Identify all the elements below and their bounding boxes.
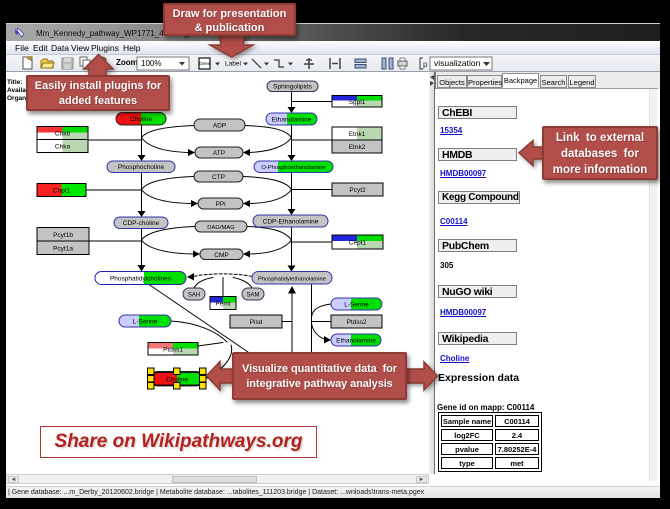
svg-text:100%: 100%	[141, 59, 161, 68]
svg-text:CMP: CMP	[214, 252, 228, 259]
svg-text:DAG/MAG: DAG/MAG	[207, 225, 235, 231]
svg-text:ADP: ADP	[213, 123, 226, 130]
svg-text:visualization: visualization	[434, 58, 481, 68]
svg-text:Etnk2: Etnk2	[349, 144, 366, 151]
svg-text:Label: Label	[225, 61, 241, 68]
svg-text:Pemt: Pemt	[215, 301, 230, 308]
svg-text:Pisd: Pisd	[250, 319, 263, 326]
svg-text:CDP-choline: CDP-choline	[123, 220, 160, 227]
svg-text:Etnk1: Etnk1	[349, 131, 366, 138]
svg-text:PPi: PPi	[215, 201, 225, 208]
svg-text:CDP-Ethanolamine: CDP-Ethanolamine	[263, 219, 319, 226]
svg-text:Choline: Choline	[166, 376, 188, 383]
svg-text:Ptdss2: Ptdss2	[347, 319, 367, 326]
svg-text:SAM: SAM	[246, 293, 259, 299]
svg-text:Zoom:: Zoom:	[116, 58, 140, 67]
svg-text:CTP: CTP	[212, 174, 225, 181]
svg-text:Pcyt1a: Pcyt1a	[53, 245, 73, 252]
svg-text:Phosphatidylcholines: Phosphatidylcholines	[110, 276, 172, 283]
svg-text:Ethanolamine: Ethanolamine	[336, 338, 376, 345]
svg-text:Chkb: Chkb	[55, 130, 71, 137]
svg-text:Ptdss1: Ptdss1	[163, 346, 183, 353]
svg-text:L-Serine: L-Serine	[344, 302, 369, 309]
svg-text:Chka: Chka	[55, 144, 71, 151]
svg-text:Phosphatidylethanolamine: Phosphatidylethanolamine	[258, 276, 326, 282]
svg-text:Gene: Gene	[199, 61, 211, 66]
svg-text:L-Serine: L-Serine	[133, 319, 158, 326]
svg-text:p: p	[423, 60, 428, 69]
svg-text:Pcyt1b: Pcyt1b	[53, 232, 73, 239]
svg-text:Ethanolamine: Ethanolamine	[272, 117, 312, 124]
svg-text:Sphingolipids: Sphingolipids	[273, 84, 312, 91]
svg-text:ATP: ATP	[213, 150, 225, 157]
svg-text:Sgpl1: Sgpl1	[349, 99, 366, 106]
svg-text:O-Phosphoethanolamine: O-Phosphoethanolamine	[261, 165, 325, 171]
svg-text:Choline: Choline	[130, 116, 152, 123]
svg-text:Pcyt2: Pcyt2	[349, 187, 366, 194]
svg-text:SAH: SAH	[188, 293, 200, 299]
svg-text:Chpt1: Chpt1	[53, 188, 71, 195]
svg-text:Cept1: Cept1	[349, 240, 367, 247]
svg-text:Phosphocholine: Phosphocholine	[118, 164, 165, 171]
